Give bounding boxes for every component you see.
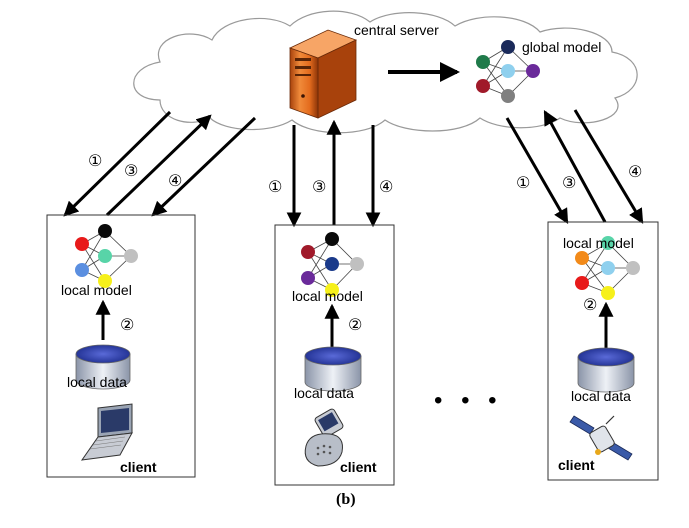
node bbox=[325, 257, 339, 271]
database-icon bbox=[75, 344, 131, 390]
step-2-label: ② bbox=[120, 317, 134, 334]
global-node-h-3 bbox=[501, 89, 515, 103]
node bbox=[350, 257, 364, 271]
step-3-label: ③ bbox=[562, 175, 576, 192]
node bbox=[75, 263, 89, 277]
node bbox=[98, 249, 112, 263]
laptop-icon bbox=[80, 403, 133, 461]
client-1-local-model-network bbox=[75, 224, 138, 288]
global-model-label: global model bbox=[522, 39, 601, 55]
global-model-network bbox=[476, 40, 540, 103]
database-icon bbox=[577, 347, 635, 393]
step-2-label: ② bbox=[583, 297, 597, 314]
step-4-label: ④ bbox=[168, 173, 182, 190]
global-node-h-1 bbox=[501, 40, 515, 54]
step-3-label: ③ bbox=[124, 163, 138, 180]
node bbox=[301, 245, 315, 259]
client-3-arrows bbox=[505, 109, 644, 224]
global-node-in-2 bbox=[476, 79, 490, 93]
local-data-label: local data bbox=[571, 388, 631, 404]
local-model-label: local model bbox=[292, 288, 363, 304]
node bbox=[575, 276, 589, 290]
node bbox=[98, 274, 112, 288]
client-3: local model ② local data client bbox=[547, 221, 659, 481]
mobile-phone-icon bbox=[304, 408, 344, 467]
step-1-label: ① bbox=[268, 179, 282, 196]
step-1-label: ① bbox=[88, 153, 102, 170]
client-2: local model ② local data client bbox=[274, 224, 395, 486]
local-model-label: local model bbox=[563, 235, 634, 251]
local-data-label: local data bbox=[294, 385, 354, 401]
client-3-box bbox=[547, 221, 659, 481]
client-1-box bbox=[46, 214, 196, 478]
node bbox=[325, 232, 339, 246]
local-model-label: local model bbox=[61, 282, 132, 298]
local-data-label: local data bbox=[67, 374, 127, 390]
global-node-h-2 bbox=[501, 64, 515, 78]
node bbox=[601, 261, 615, 275]
node bbox=[601, 286, 615, 300]
edge bbox=[482, 61, 509, 97]
more-clients-ellipsis: • • • bbox=[434, 387, 503, 414]
global-node-in-1 bbox=[476, 55, 490, 69]
node bbox=[124, 249, 138, 263]
figure-caption: (b) bbox=[336, 491, 356, 508]
step-2-label: ② bbox=[348, 317, 362, 334]
client-3-local-model-network bbox=[575, 236, 640, 300]
client-label: client bbox=[558, 457, 595, 473]
node bbox=[575, 251, 589, 265]
edge bbox=[482, 46, 509, 87]
client-1: local model ② local data client bbox=[46, 214, 196, 478]
node bbox=[98, 224, 112, 238]
server-icon bbox=[288, 29, 358, 119]
node bbox=[301, 271, 315, 285]
client-1-arrows bbox=[63, 110, 257, 217]
server-label: central server bbox=[354, 22, 439, 38]
step-1-label: ① bbox=[516, 175, 530, 192]
step-3-label: ③ bbox=[312, 179, 326, 196]
node bbox=[75, 237, 89, 251]
client-2-box bbox=[274, 224, 395, 486]
step-4-label: ④ bbox=[628, 164, 642, 181]
client-2-arrows bbox=[286, 119, 381, 228]
global-node-out-1 bbox=[526, 64, 540, 78]
node bbox=[626, 261, 640, 275]
node bbox=[325, 283, 339, 297]
client-2-local-model-network bbox=[301, 232, 364, 297]
step-4-label: ④ bbox=[379, 179, 393, 196]
database-icon bbox=[304, 346, 362, 392]
satellite-icon bbox=[569, 415, 633, 461]
node bbox=[601, 236, 615, 250]
client-label: client bbox=[340, 459, 377, 475]
client-label: client bbox=[120, 459, 157, 475]
